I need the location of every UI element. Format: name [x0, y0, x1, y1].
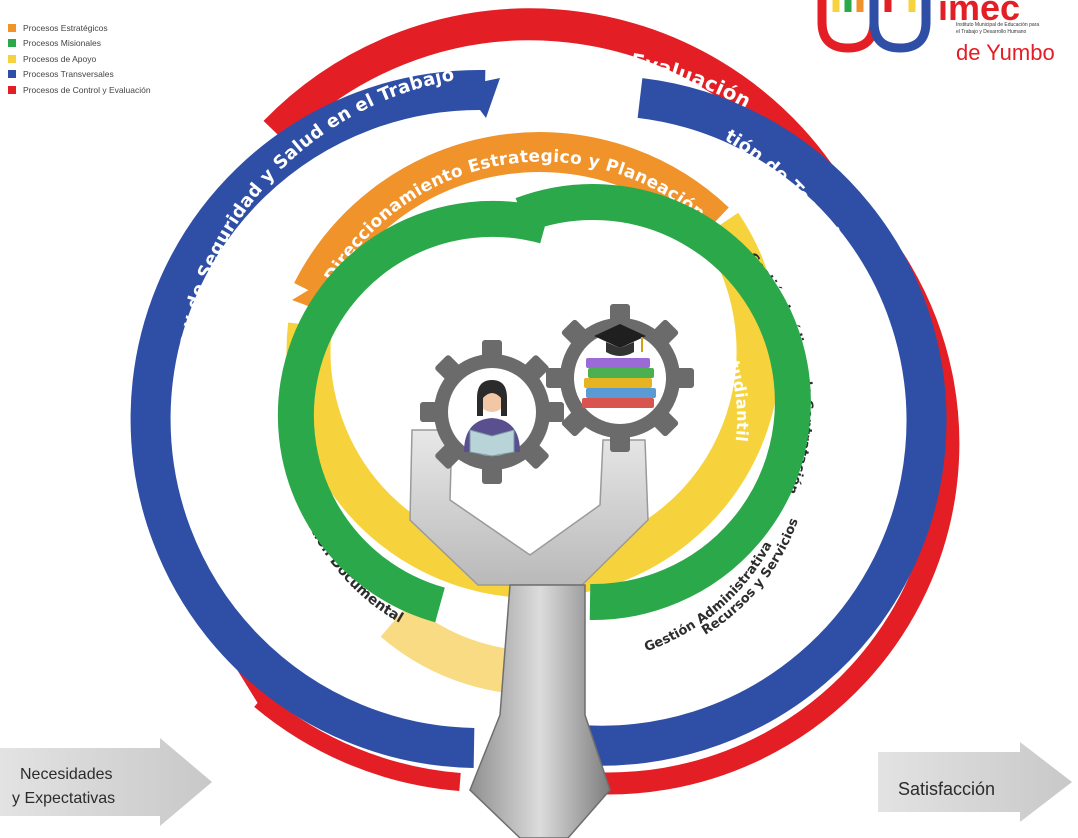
imec-logo: imec Instituto Municipal de Educación pa… — [817, 0, 1055, 65]
control-ring-top — [263, 8, 834, 185]
academica-ring — [277, 200, 550, 623]
legend: Procesos Estratégicos Procesos Misionale… — [8, 20, 151, 98]
input-label-line1: Necesidades — [20, 766, 113, 783]
legend-item-transversales: Procesos Transversales — [8, 67, 151, 83]
input-arrow — [0, 738, 212, 826]
output-label: Satisfacción — [898, 779, 995, 799]
logo-caption-line2: el Trabajo y Desarrollo Humano — [956, 29, 1027, 35]
legend-swatch — [8, 23, 16, 32]
legend-label: Procesos de Apoyo — [23, 53, 97, 64]
output-arrow — [878, 742, 1072, 822]
teacher-icon — [464, 380, 520, 457]
legend-item-estrategicos: Procesos Estratégicos — [8, 20, 151, 36]
books-icon — [582, 358, 656, 408]
control-ring-bottom-left — [254, 693, 461, 791]
legend-swatch — [8, 54, 16, 63]
legend-item-apoyo: Procesos de Apoyo — [8, 51, 151, 67]
legend-swatch — [8, 39, 16, 48]
logo-city: de Yumbo — [956, 40, 1055, 65]
transversal-arrowhead — [462, 78, 500, 118]
legend-label: Procesos Misionales — [23, 38, 101, 49]
talento-ring — [130, 69, 486, 768]
legend-label: Procesos Estratégicos — [23, 22, 108, 33]
legend-label: Procesos de Control y Evaluación — [23, 84, 151, 95]
logo-acronym: imec — [938, 0, 1020, 28]
support-stem — [469, 584, 611, 838]
direccionamiento-ring — [294, 132, 729, 302]
tecnologia-ring — [578, 78, 947, 766]
logo-caption-line1: Instituto Municipal de Educación para — [956, 22, 1039, 28]
bienestar-ring — [515, 184, 811, 621]
graduation-cap-icon — [594, 324, 646, 356]
legend-swatch — [8, 85, 16, 94]
legend-label: Procesos Transversales — [23, 69, 114, 80]
input-label-line2: y Expectativas — [12, 790, 115, 807]
legend-item-misionales: Procesos Misionales — [8, 36, 151, 52]
legend-swatch — [8, 70, 16, 79]
legend-item-control: Procesos de Control y Evaluación — [8, 82, 151, 98]
